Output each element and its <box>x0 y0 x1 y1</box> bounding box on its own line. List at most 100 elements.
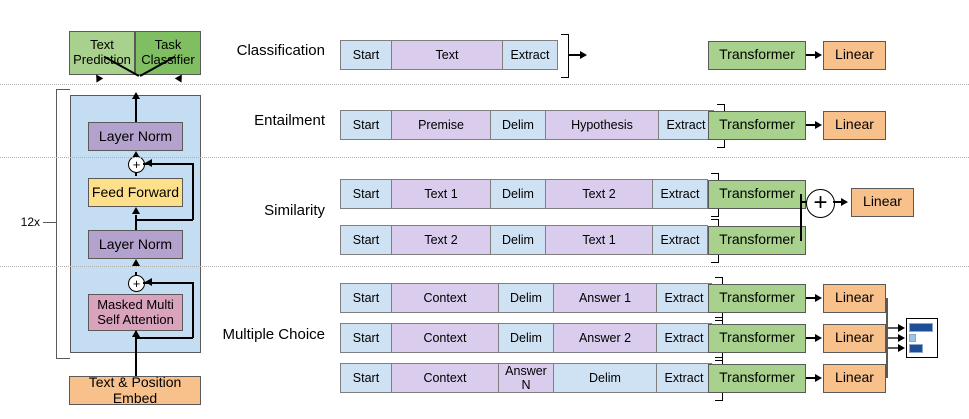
task-separator-0 <box>0 84 969 85</box>
mc-arrowhead-2 <box>898 343 905 352</box>
token-entailment-0-delim: Delim <box>490 110 546 140</box>
residual-upper-h-line <box>143 163 193 165</box>
merge-v-line-0 <box>800 194 802 203</box>
arrowhead-to-linear-entailment-0 <box>815 120 822 129</box>
task-separator-2 <box>0 266 969 267</box>
mc-arrowhead-0 <box>898 323 905 332</box>
token-similarity-0-delim: Delim <box>490 179 546 209</box>
linear-similarity: Linear <box>851 187 914 217</box>
token-entailment-0-hypothesis: Hypothesis <box>545 110 659 140</box>
token-multiple-choice-1-delim: Delim <box>498 323 554 353</box>
linear-multiple-choice-0: Linear <box>823 283 886 313</box>
feed-forward-label: Feed Forward <box>91 183 180 200</box>
layer-norm-bottom: Layer Norm <box>88 230 183 259</box>
mc-arrow-line-1 <box>886 337 900 339</box>
token-multiple-choice-2-answer-n: Answer N <box>498 363 554 393</box>
task-label-multiple-choice: Multiple Choice <box>222 326 325 343</box>
repeat-bracket-top <box>56 89 70 91</box>
token-multiple-choice-2-start: Start <box>340 363 392 393</box>
token-multiple-choice-1-context: Context <box>391 323 499 353</box>
token-similarity-1-extract: Extract <box>652 225 708 255</box>
token-multiple-choice-0-context: Context <box>391 283 499 313</box>
residual-lower-h-line <box>143 282 193 284</box>
merge-center-line <box>800 201 808 203</box>
arrowhead-to-linear-multiple-choice-2 <box>815 373 822 382</box>
arrow-line-to-linear-classification-0 <box>806 54 816 56</box>
transformer-multiple-choice-0: Transformer <box>708 283 806 313</box>
transformer-multiple-choice-1: Transformer <box>708 323 806 353</box>
repeat-count-label: 12x <box>20 215 40 229</box>
residual-lower-arrowhead <box>145 278 152 286</box>
transformer-multiple-choice-2: Transformer <box>708 363 806 393</box>
arrow-line-to-linear-entailment-0 <box>806 124 816 126</box>
repeat-bracket-vertical <box>56 89 58 359</box>
linear-multiple-choice-1: Linear <box>823 323 886 353</box>
task-separator-1 <box>0 157 969 158</box>
token-multiple-choice-2-delim: Delim <box>553 363 657 393</box>
task-label-similarity: Similarity <box>264 202 325 219</box>
token-entailment-0-start: Start <box>340 110 392 140</box>
ff-input-line <box>135 215 137 230</box>
token-similarity-0-text-2: Text 2 <box>545 179 653 209</box>
mc-arrow-line-0 <box>886 327 900 329</box>
arrowhead-to-linear-multiple-choice-0 <box>815 293 822 302</box>
answer-score-bar-3 <box>909 344 923 353</box>
token-similarity-1-text-1: Text 1 <box>545 225 653 255</box>
token-multiple-choice-2-extract: Extract <box>656 363 712 393</box>
arrowhead-to-linear-classification-0 <box>815 50 822 59</box>
answer-score-bar-1 <box>909 323 933 332</box>
repeat-bracket-bottom <box>56 358 70 360</box>
token-similarity-1-start: Start <box>340 225 392 255</box>
sum-to-linear-line <box>833 201 843 203</box>
merge-v-line-1 <box>800 202 802 241</box>
transformer-similarity-0: Transformer <box>708 179 806 209</box>
transformer-similarity-1: Transformer <box>708 225 806 255</box>
token-multiple-choice-1-answer-2: Answer 2 <box>553 323 657 353</box>
feed-forward: Feed Forward <box>88 178 183 207</box>
task-label-entailment: Entailment <box>254 112 325 129</box>
attention-input-arrowhead <box>131 330 140 337</box>
answer-score-bar-2 <box>909 334 916 342</box>
residual-add-lower: + <box>128 275 145 292</box>
arrow-line-to-linear-multiple-choice-1 <box>806 337 816 339</box>
token-classification-0-text: Text <box>391 40 503 70</box>
repeat-bracket-tick <box>43 222 56 224</box>
sum-to-linear-arrowhead <box>841 197 848 206</box>
token-multiple-choice-0-start: Start <box>340 283 392 313</box>
attention-input-line <box>135 331 137 377</box>
arrowhead-to-transformer-classification-0 <box>580 50 587 59</box>
layer-norm-top-label: Layer Norm <box>98 127 173 144</box>
layer-norm-top: Layer Norm <box>88 122 183 151</box>
residual-upper-v-line <box>192 163 194 220</box>
task-classifier-head: TaskClassifier <box>135 31 201 75</box>
linear-multiple-choice-2: Linear <box>823 363 886 393</box>
residual-lower-v-line <box>192 282 194 338</box>
text-position-embed: Text & Position Embed <box>69 373 201 406</box>
token-similarity-1-delim: Delim <box>490 225 546 255</box>
arrow-line-to-linear-multiple-choice-0 <box>806 297 816 299</box>
task-classifier-label: TaskClassifier <box>141 37 194 67</box>
text-position-embed-label: Text & Position Embed <box>88 373 182 406</box>
transformer-entailment-0: Transformer <box>708 110 806 140</box>
residual-upper-arrowhead <box>145 159 152 167</box>
mc-arrowhead-1 <box>898 333 905 342</box>
ln-top-input-arrowhead <box>131 151 140 158</box>
layer-norm-bottom-label: Layer Norm <box>98 235 173 252</box>
token-multiple-choice-1-start: Start <box>340 323 392 353</box>
linear-entailment-0: Linear <box>823 110 886 140</box>
arrow-line-to-linear-multiple-choice-2 <box>806 377 816 379</box>
token-multiple-choice-2-context: Context <box>391 363 499 393</box>
residual-lower-tap-line <box>135 337 193 339</box>
arrow-line-to-transformer-classification-0 <box>569 54 581 56</box>
task-label-classification: Classification <box>236 42 325 59</box>
token-multiple-choice-1-extract: Extract <box>656 323 712 353</box>
token-entailment-0-extract: Extract <box>658 110 714 140</box>
token-similarity-1-text-2: Text 2 <box>391 225 491 255</box>
similarity-sum-circle: + <box>806 188 835 218</box>
block-output-line <box>135 98 137 122</box>
token-classification-0-extract: Extract <box>502 40 558 70</box>
